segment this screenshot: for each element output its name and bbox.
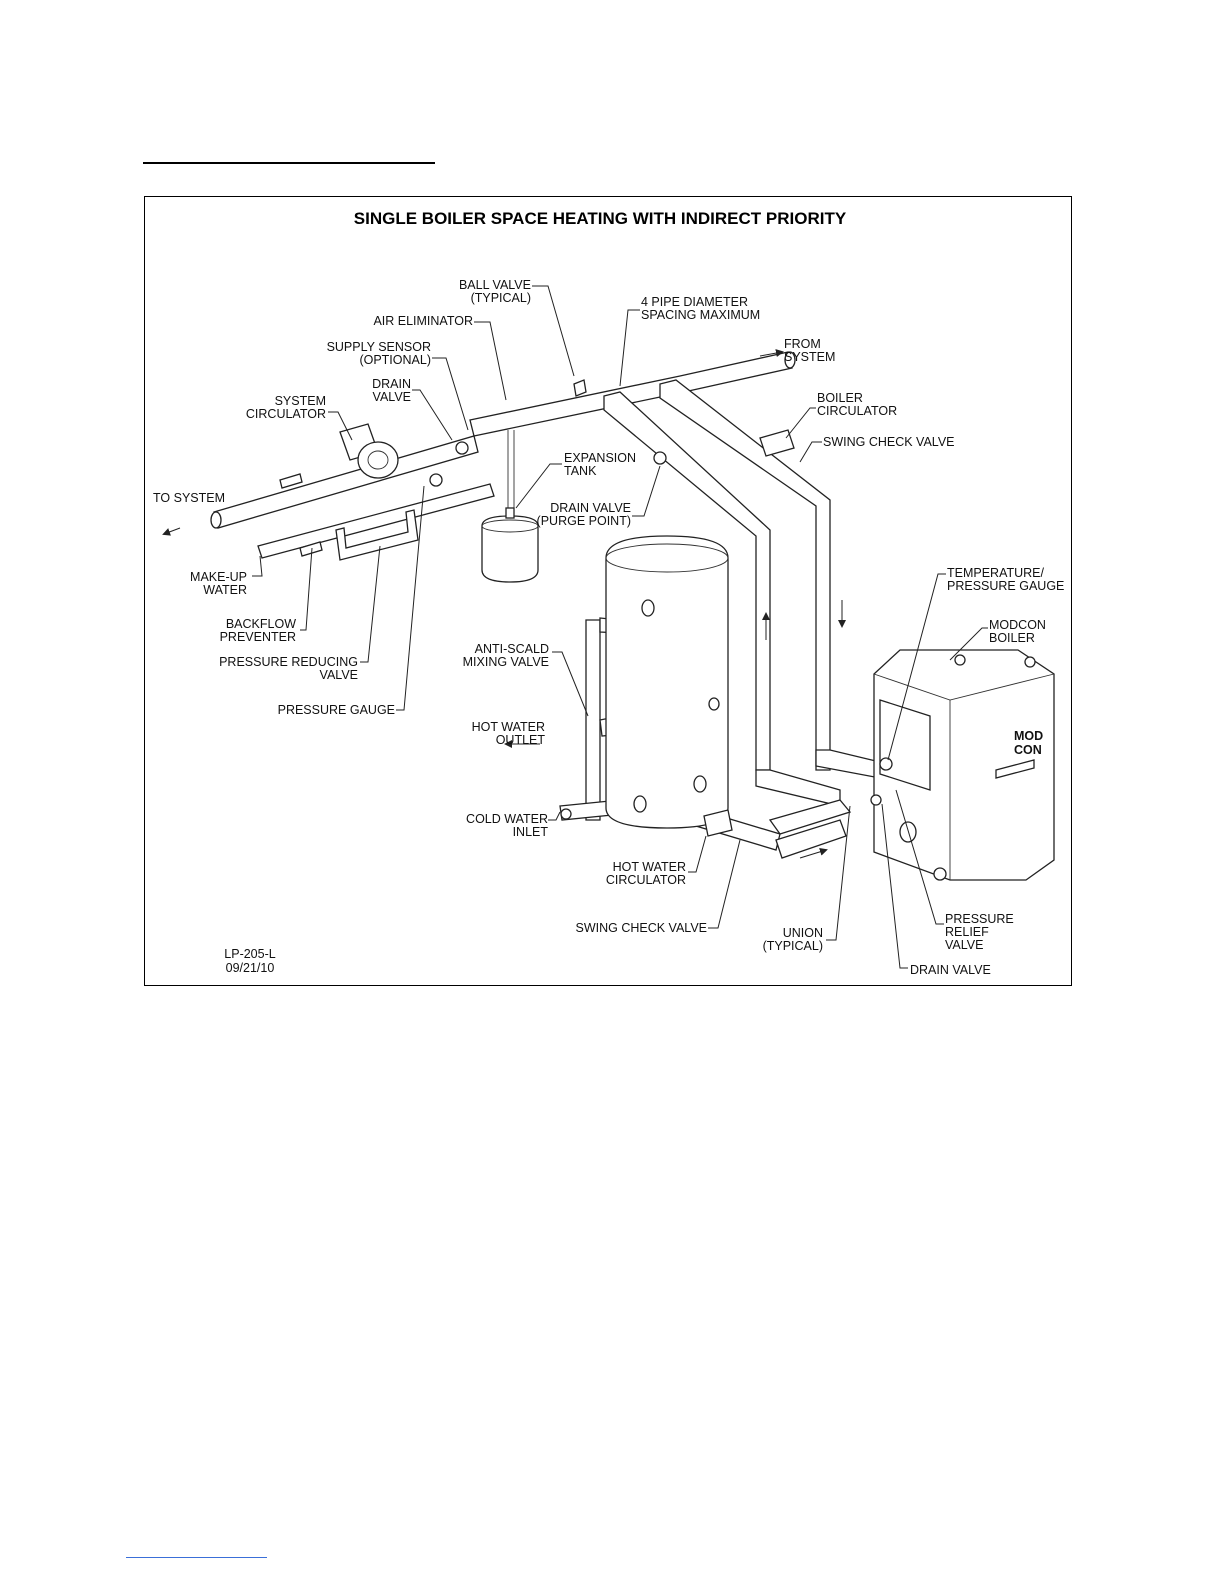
label-expansion-tank: EXPANSION TANK (564, 451, 636, 478)
makeup-water-line (257, 430, 515, 561)
supply-header-pipe (210, 351, 796, 529)
label-pressure-relief-valve: PRESSURE RELIEF VALVE (945, 912, 1014, 952)
svg-text:DRAIN VALVE: DRAIN VALVE (910, 963, 991, 977)
svg-text:HOT WATER: HOT WATER (472, 720, 545, 734)
svg-text:EXPANSION: EXPANSION (564, 451, 636, 465)
svg-text:PREVENTER: PREVENTER (220, 630, 296, 644)
label-drain-valve-top: DRAIN VALVE (372, 377, 411, 404)
valve-symbols (279, 379, 893, 820)
svg-text:TANK: TANK (564, 464, 597, 478)
svg-text:BOILER: BOILER (817, 391, 863, 405)
svg-text:4 PIPE DIAMETER: 4 PIPE DIAMETER (641, 295, 748, 309)
svg-text:CIRCULATOR: CIRCULATOR (246, 407, 326, 421)
svg-text:(PURGE POINT): (PURGE POINT) (537, 514, 631, 528)
svg-text:CIRCULATOR: CIRCULATOR (606, 873, 686, 887)
boiler-badge-line-2: CON (1014, 743, 1042, 757)
svg-text:TEMPERATURE/: TEMPERATURE/ (947, 566, 1045, 580)
diagram-frame (144, 196, 1072, 986)
svg-text:VALVE: VALVE (945, 938, 983, 952)
svg-text:CIRCULATOR: CIRCULATOR (817, 404, 897, 418)
svg-text:MODCON: MODCON (989, 618, 1046, 632)
svg-text:SWING CHECK VALVE: SWING CHECK VALVE (575, 921, 707, 935)
leader-lines (252, 285, 988, 969)
svg-text:SYSTEM: SYSTEM (275, 394, 326, 408)
svg-text:UNION: UNION (783, 926, 823, 940)
svg-text:BACKFLOW: BACKFLOW (226, 617, 296, 631)
label-pressure-gauge: PRESSURE GAUGE (278, 703, 395, 717)
boiler-circulator (759, 429, 795, 457)
label-ball-valve: BALL VALVE (TYPICAL) (459, 278, 531, 305)
label-modcon-boiler: MODCON BOILER (989, 618, 1046, 645)
svg-text:PRESSURE REDUCING: PRESSURE REDUCING (219, 655, 358, 669)
label-makeup-water: MAKE-UP WATER (190, 570, 247, 597)
label-swing-check-bottom: SWING CHECK VALVE (575, 921, 707, 935)
label-pressure-reducing-valve: PRESSURE REDUCING VALVE (219, 655, 358, 682)
svg-text:(TYPICAL): (TYPICAL) (471, 291, 531, 305)
label-union: UNION (TYPICAL) (763, 926, 823, 953)
drawing-number: LP-205-L (224, 947, 275, 961)
svg-text:FROM: FROM (784, 337, 821, 351)
svg-text:WATER: WATER (203, 583, 247, 597)
svg-text:DRAIN: DRAIN (372, 377, 411, 391)
label-temp-pressure-gauge: TEMPERATURE/ PRESSURE GAUGE (947, 566, 1064, 593)
label-drain-valve-purge: DRAIN VALVE (PURGE POINT) (537, 501, 631, 528)
svg-text:RELIEF: RELIEF (945, 925, 989, 939)
top-heading-rule (143, 162, 435, 164)
label-hot-water-circulator: HOT WATER CIRCULATOR (606, 860, 686, 887)
svg-text:OUTLET: OUTLET (496, 733, 546, 747)
svg-text:PRESSURE GAUGE: PRESSURE GAUGE (947, 579, 1064, 593)
svg-text:(OPTIONAL): (OPTIONAL) (359, 353, 431, 367)
svg-text:SYSTEM: SYSTEM (784, 350, 835, 364)
svg-text:(TYPICAL): (TYPICAL) (763, 939, 823, 953)
svg-text:BOILER: BOILER (989, 631, 1035, 645)
label-air-eliminator: AIR ELIMINATOR (373, 314, 473, 328)
svg-text:TO SYSTEM: TO SYSTEM (153, 491, 225, 505)
label-anti-scald-valve: ANTI-SCALD MIXING VALVE (463, 642, 549, 669)
svg-text:COLD WATER: COLD WATER (466, 812, 548, 826)
label-pipe-spacing: 4 PIPE DIAMETER SPACING MAXIMUM (641, 295, 760, 322)
svg-text:DRAIN VALVE: DRAIN VALVE (550, 501, 631, 515)
svg-text:VALVE: VALVE (373, 390, 411, 404)
svg-text:PRESSURE GAUGE: PRESSURE GAUGE (278, 703, 395, 717)
expansion-tank (481, 507, 539, 583)
drawing-date: 09/21/10 (226, 961, 275, 975)
label-cold-water-inlet: COLD WATER INLET (466, 812, 548, 839)
svg-text:HOT WATER: HOT WATER (613, 860, 686, 874)
label-from-system: FROM SYSTEM (784, 337, 835, 364)
label-drain-valve-bottom: DRAIN VALVE (910, 963, 991, 977)
indirect-water-heater (605, 535, 729, 829)
svg-text:BALL VALVE: BALL VALVE (459, 278, 531, 292)
svg-text:VALVE: VALVE (320, 668, 358, 682)
label-boiler-circulator: BOILER CIRCULATOR (817, 391, 897, 418)
label-supply-sensor: SUPPLY SENSOR (OPTIONAL) (327, 340, 431, 367)
label-to-system: TO SYSTEM (153, 491, 225, 505)
svg-text:MAKE-UP: MAKE-UP (190, 570, 247, 584)
modcon-boiler-cabinet (873, 649, 1055, 881)
boiler-badge-line-1: MOD (1014, 729, 1043, 743)
svg-text:MIXING VALVE: MIXING VALVE (463, 655, 549, 669)
label-system-circulator: SYSTEM CIRCULATOR (246, 394, 326, 421)
svg-text:SPACING MAXIMUM: SPACING MAXIMUM (641, 308, 760, 322)
system-circulator (339, 423, 399, 479)
svg-text:AIR ELIMINATOR: AIR ELIMINATOR (373, 314, 473, 328)
svg-text:INLET: INLET (513, 825, 549, 839)
footnote-rule (126, 1557, 267, 1558)
svg-text:PRESSURE: PRESSURE (945, 912, 1014, 926)
hot-water-circulator (703, 809, 733, 837)
svg-text:SWING CHECK VALVE: SWING CHECK VALVE (823, 435, 955, 449)
flow-arrows (162, 349, 846, 859)
diagram-title: SINGLE BOILER SPACE HEATING WITH INDIREC… (354, 209, 847, 228)
label-backflow-preventer: BACKFLOW PREVENTER (220, 617, 297, 644)
svg-text:ANTI-SCALD: ANTI-SCALD (475, 642, 549, 656)
label-swing-check-top: SWING CHECK VALVE (823, 435, 955, 449)
svg-text:SUPPLY SENSOR: SUPPLY SENSOR (327, 340, 431, 354)
label-hot-water-outlet: HOT WATER OUTLET (472, 720, 546, 747)
